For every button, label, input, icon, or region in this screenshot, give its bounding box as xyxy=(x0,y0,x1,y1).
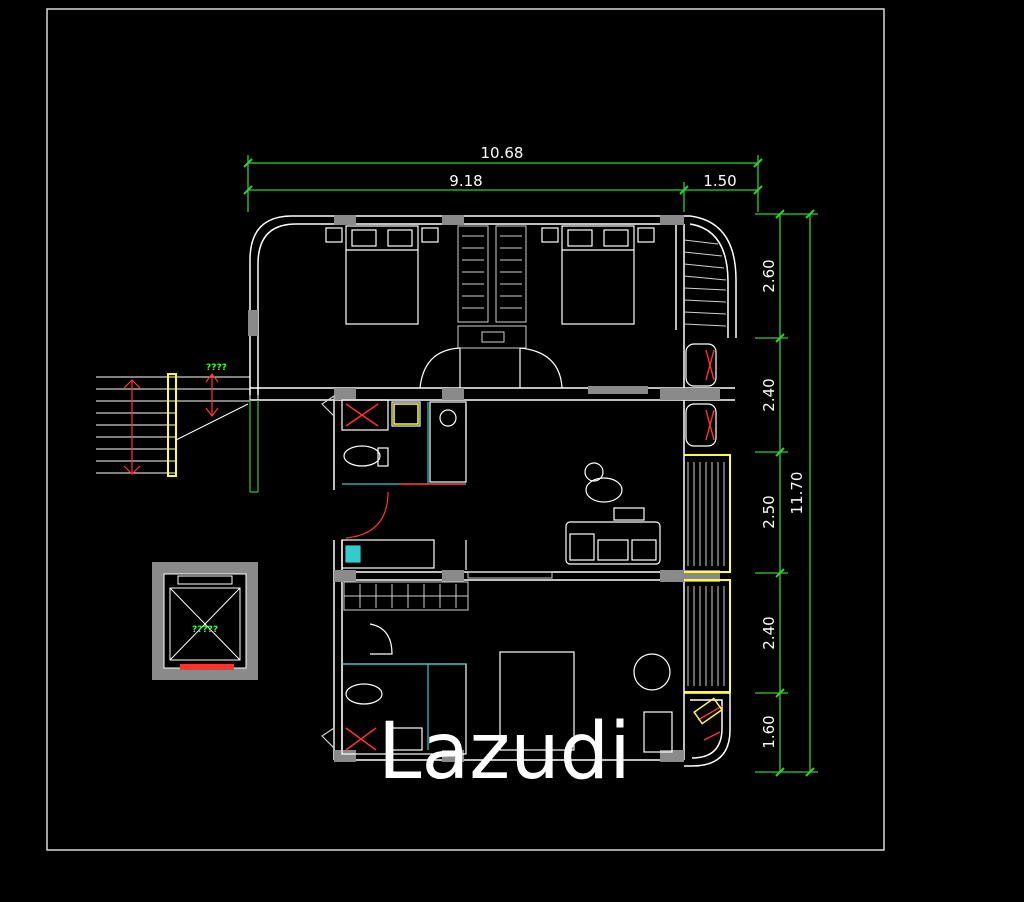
lower-bedroom xyxy=(341,623,673,755)
dim-right-3: 2.50 xyxy=(760,495,778,528)
drawing-frame xyxy=(46,8,885,851)
corridor-door xyxy=(345,491,389,539)
side-door-marks xyxy=(321,394,335,750)
dimension-ticks xyxy=(243,158,815,777)
dim-right-4: 2.40 xyxy=(760,616,778,649)
balcony-mid xyxy=(684,454,731,693)
balcony-bottom-fixture xyxy=(693,697,723,725)
stair-handrail xyxy=(167,373,177,477)
structural-columns xyxy=(248,215,720,762)
green-wall-lines xyxy=(249,400,259,493)
bathroom-middle xyxy=(341,399,467,483)
dim-right-total: 11.70 xyxy=(788,472,806,515)
elevator-shaft xyxy=(152,562,258,680)
tub-red-marks xyxy=(705,349,715,441)
living-sliding-door xyxy=(467,571,553,579)
dim-right-1: 2.60 xyxy=(760,259,778,292)
bedroom-doors xyxy=(419,347,563,389)
bathroom-middle-red xyxy=(345,403,464,485)
dim-top-total: 10.68 xyxy=(481,144,524,162)
bathtubs-right xyxy=(685,343,717,447)
dim-top-main: 9.18 xyxy=(449,172,482,190)
stair-label: ???? xyxy=(206,363,227,373)
watermark-logo: Lazudi xyxy=(378,707,631,797)
dim-top-balcony: 1.50 xyxy=(703,172,736,190)
living-furniture xyxy=(341,462,661,570)
dimension-lines xyxy=(247,155,818,773)
exterior-walls xyxy=(249,215,737,767)
lift-label: ????? xyxy=(192,625,218,635)
lower-bath-red xyxy=(345,705,723,751)
lower-bath-lines xyxy=(342,663,466,750)
dim-right-5: 1.60 xyxy=(760,715,778,748)
bed-left xyxy=(325,225,439,325)
bed-right xyxy=(541,225,655,325)
dim-right-2: 2.40 xyxy=(760,378,778,411)
lower-wardrobe xyxy=(343,581,469,611)
balcony-top xyxy=(683,239,727,327)
wardrobes xyxy=(457,225,527,349)
balcony-mid-hatch xyxy=(687,462,725,686)
yellow-fixture-middle xyxy=(393,403,419,425)
stair-arrows xyxy=(123,373,219,475)
